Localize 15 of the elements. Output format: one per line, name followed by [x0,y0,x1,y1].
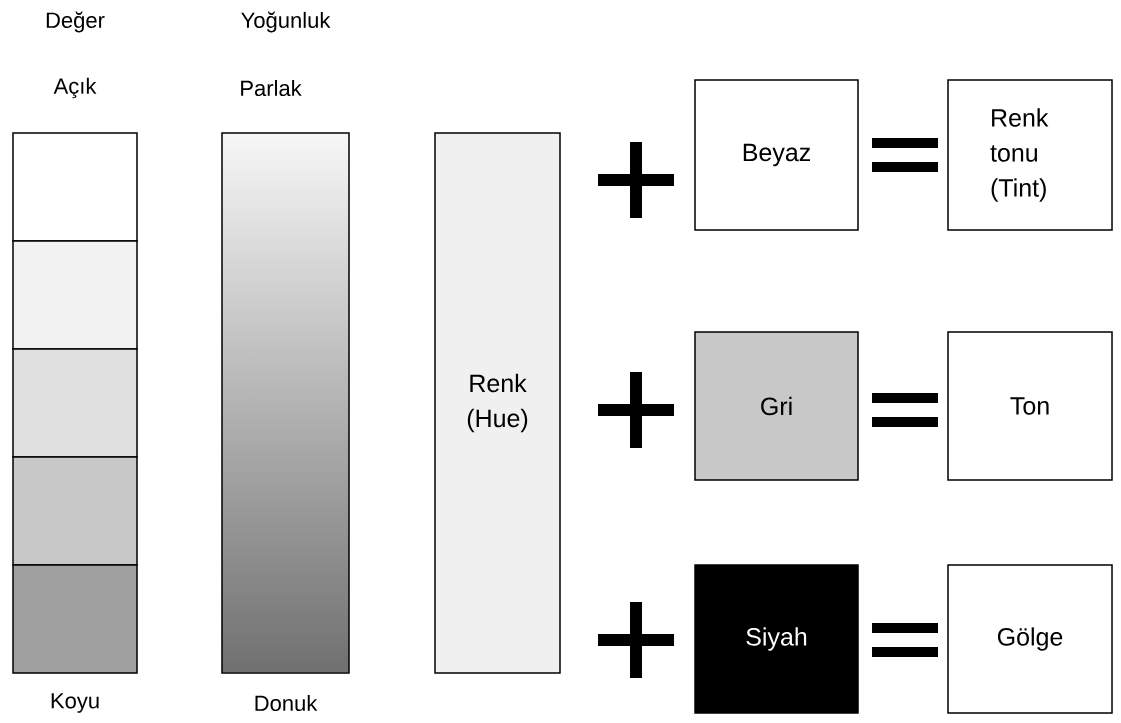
color-box: Renk tonu (Tint) [947,79,1113,231]
color-box: Ton [947,331,1113,481]
color-box: Beyaz [694,79,859,231]
scale-label: Açık [53,77,97,99]
color-box: Renk (Hue) [434,132,561,674]
color-box: Gölge [947,564,1113,714]
scale-label: Parlak [241,79,302,97]
color-box: Gri [694,331,859,481]
color-box: Siyah [694,564,859,714]
value-scale-bar [12,132,138,674]
scale-title: Yoğunluk [241,11,331,33]
scale-label: Donuk [255,694,318,712]
scale-title: Değer [46,11,105,33]
scale-label: Koyu [51,693,99,713]
gradient-bar [221,132,350,674]
